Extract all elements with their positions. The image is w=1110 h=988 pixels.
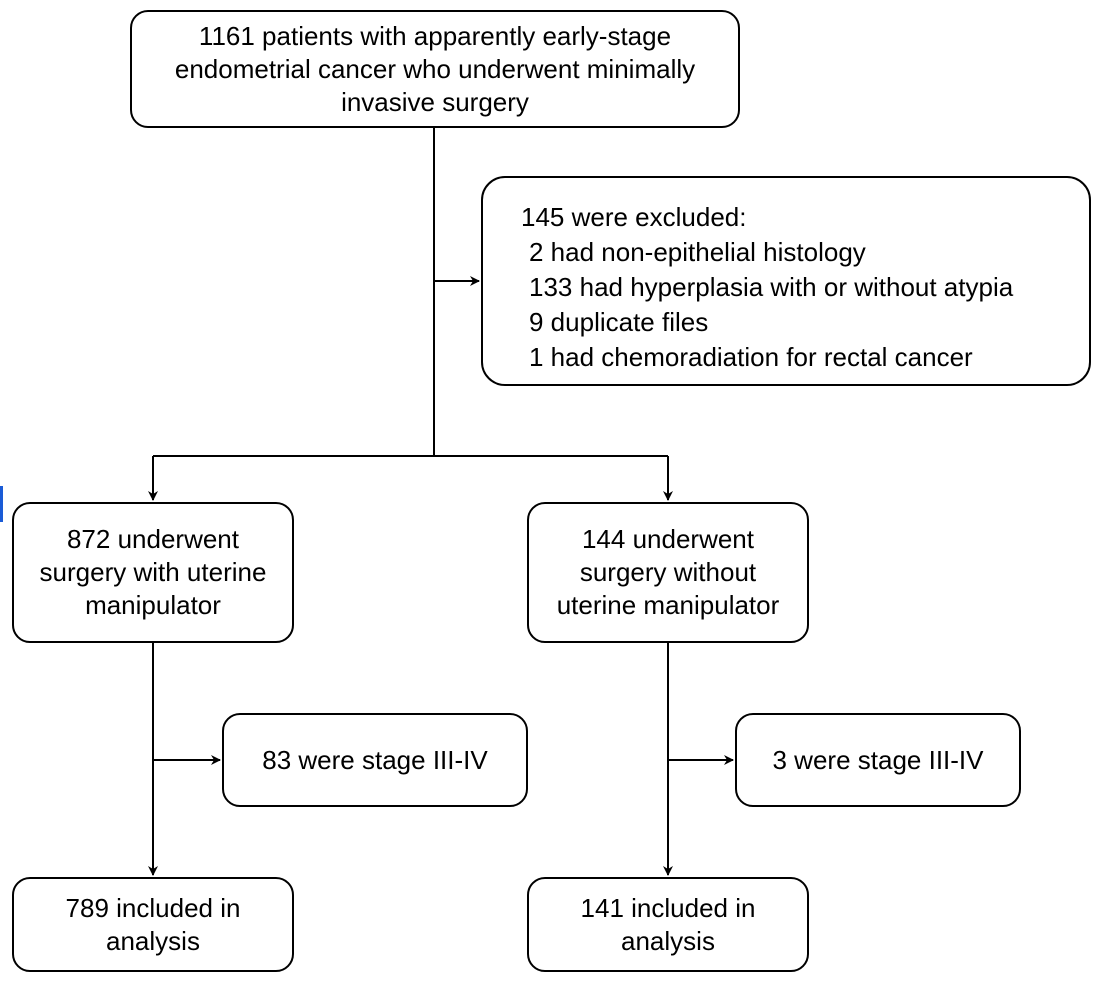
exclusion-item: 9 duplicate files	[529, 307, 709, 337]
left-stage-excluded-text: 83 were stage III-IV	[262, 744, 488, 775]
exclusion-item: 1 had chemoradiation for rectal cancer	[529, 342, 973, 372]
right-stage-excluded-box: 3 were stage III-IV	[735, 713, 1021, 807]
with-manipulator-line: surgery with uterine	[39, 557, 267, 587]
initial-cohort-line: endometrial cancer who underwent minimal…	[174, 53, 696, 84]
exclusion-item: 133 had hyperplasia with or without atyp…	[529, 272, 1014, 302]
initial-cohort-line: 1161 patients with apparently early-stag…	[198, 20, 672, 51]
exclusion-item: 2 had non-epithelial histology	[529, 237, 866, 267]
without-manipulator-line: 144 underwent	[581, 524, 754, 554]
exclusion-box: 145 were excluded: 2 had non-epithelial …	[481, 176, 1091, 386]
without-manipulator-line: uterine manipulator	[556, 590, 780, 620]
without-manipulator-box: 144 underwent surgery without uterine ma…	[527, 502, 809, 643]
initial-cohort-box: 1161 patients with apparently early-stag…	[130, 10, 740, 128]
left-included-line: 789 included in	[65, 892, 241, 923]
right-included-line: 141 included in	[580, 892, 756, 923]
initial-cohort-line: invasive surgery	[341, 86, 529, 117]
left-edge-marker	[0, 486, 3, 522]
right-included-box: 141 included in analysis	[527, 877, 809, 972]
exclusion-heading: 145 were excluded:	[521, 202, 747, 232]
with-manipulator-line: 872 underwent	[66, 524, 239, 554]
right-stage-excluded-text: 3 were stage III-IV	[772, 744, 984, 775]
left-included-box: 789 included in analysis	[12, 877, 294, 972]
right-included-line: analysis	[621, 925, 715, 956]
left-stage-excluded-box: 83 were stage III-IV	[222, 713, 528, 807]
left-included-line: analysis	[106, 925, 200, 956]
with-manipulator-line: manipulator	[85, 590, 221, 620]
with-manipulator-box: 872 underwent surgery with uterine manip…	[12, 502, 294, 643]
without-manipulator-line: surgery without	[579, 557, 757, 587]
